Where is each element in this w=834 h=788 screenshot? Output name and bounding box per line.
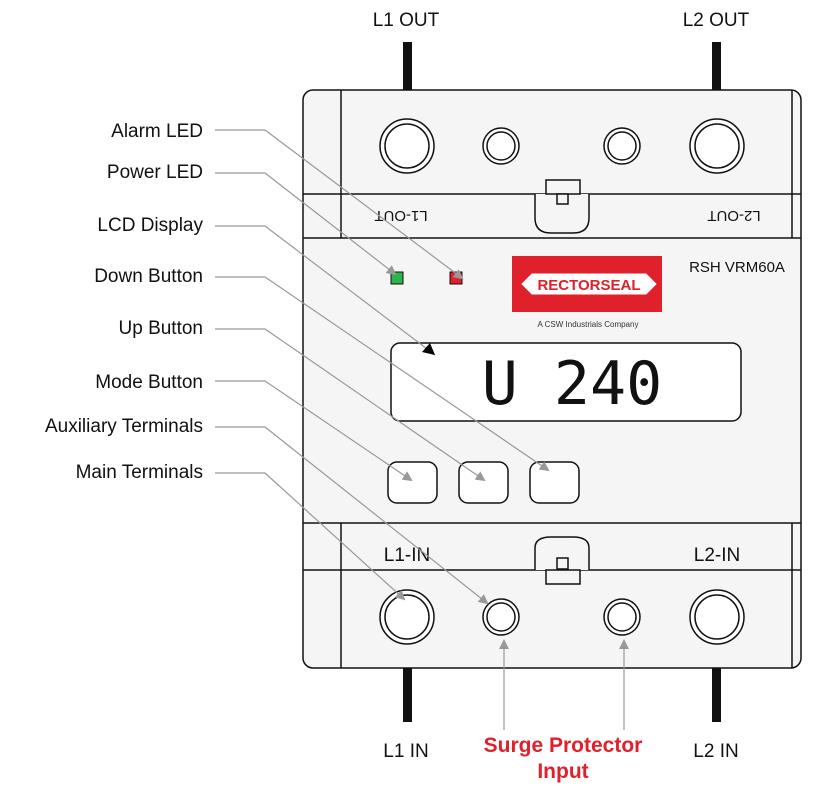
l2-out-label: L2 OUT [683,10,750,31]
top-din-clip [534,179,590,234]
l1-out-main-terminal [379,118,435,174]
callout-power-led: Power LED [107,162,203,183]
leader-aux-terminals [215,426,489,605]
l1-out-cable [403,42,412,90]
surge-protector-label-line2: Input [537,760,588,783]
l1-in-cable [403,668,412,722]
mode-button[interactable] [387,461,438,504]
callout-aux-terminals: Auxiliary Terminals [45,416,203,437]
leader-lcd-display [215,225,436,356]
callout-down-button: Down Button [94,266,203,287]
l2-in-label: L2 IN [693,741,738,762]
lcd-readout: U 240 [482,349,663,419]
l1-in-device-label: L1-IN [384,545,430,566]
l1-in-main-terminal [379,589,435,645]
callout-mode-button: Mode Button [95,372,203,393]
lcd-arrowhead [422,343,435,355]
bottom-aux-terminal-right [603,598,641,636]
brand-tagline: A CSW Industrials Company [538,320,639,329]
leader-up-button [215,328,486,482]
down-button[interactable] [529,461,580,504]
l2-out-device-label: L2-OUT [707,207,760,224]
top-aux-terminal-right [603,127,641,165]
l2-in-main-terminal [689,589,745,645]
l1-out-label: L1 OUT [373,10,440,31]
bottom-aux-terminal-left [482,598,520,636]
brand-name: RECTORSEAL [537,277,640,294]
leader-mode-button [215,380,413,482]
leader-down-button [215,276,550,472]
surge-protector-label-line1: Surge Protector [484,734,643,757]
brand-logo: RECTORSEAL [512,256,662,312]
callout-alarm-led: Alarm LED [111,121,203,142]
l1-in-label: L1 IN [383,741,428,762]
callout-lcd-display: LCD Display [97,215,203,236]
leader-power-led [215,172,397,276]
l2-out-cable [712,42,721,90]
leader-main-terminals [215,472,406,601]
callout-up-button: Up Button [119,318,204,339]
bottom-din-clip [534,536,590,585]
callout-main-terminals: Main Terminals [76,462,203,483]
top-aux-terminal-left [482,127,520,165]
leader-alarm-led [215,129,464,280]
up-button[interactable] [458,461,509,504]
l2-out-main-terminal [689,118,745,174]
l2-in-cable [712,668,721,722]
model-label: RSH VRM60A [689,259,785,276]
l2-in-device-label: L2-IN [694,545,740,566]
l1-out-device-label: L1-OUT [374,207,427,224]
power-led [390,271,404,285]
lcd-display [390,342,742,422]
